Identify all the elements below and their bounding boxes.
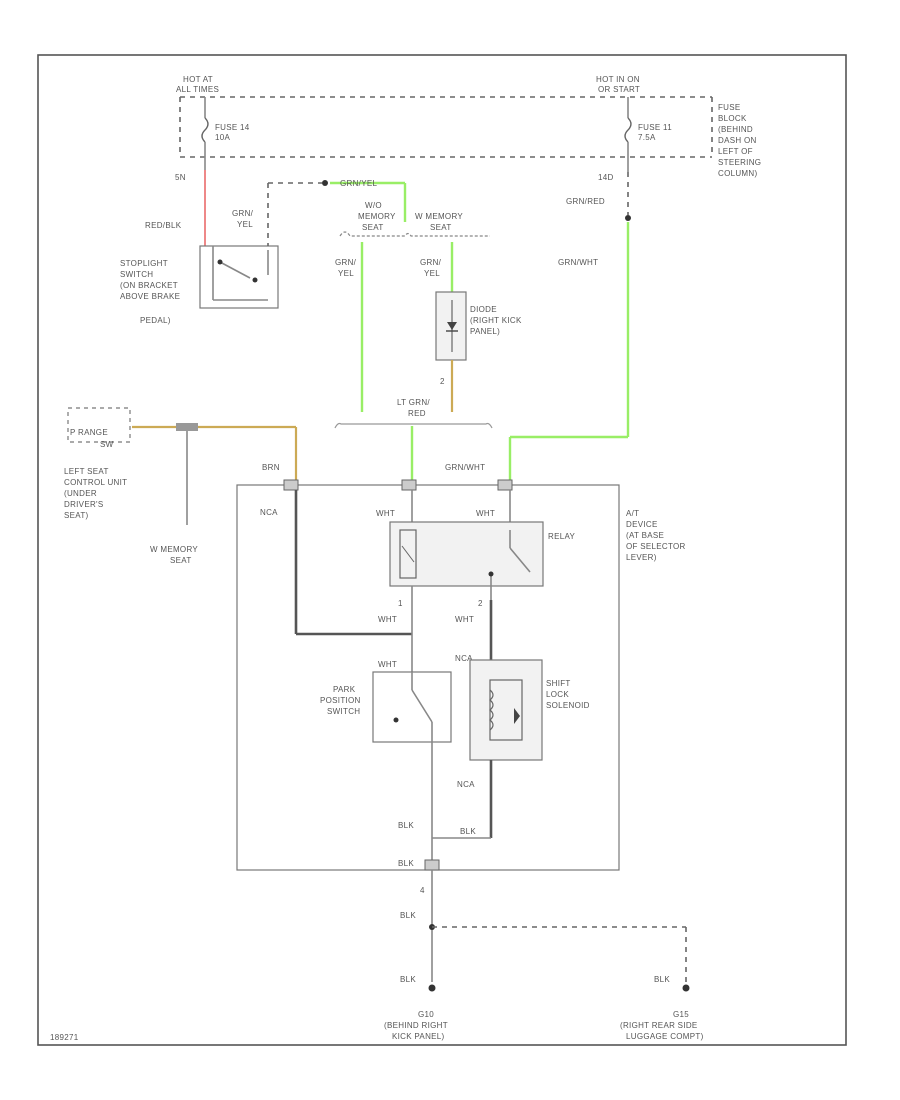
label-pin-1: 1 [398, 599, 403, 608]
label-at-device-2: DEVICE [626, 520, 658, 529]
label-left-seat-3: (UNDER [64, 489, 97, 498]
label-left-seat-1: LEFT SEAT [64, 467, 109, 476]
label-wo-memory-2: MEMORY [358, 212, 396, 221]
label-left-seat-4: DRIVER'S [64, 500, 104, 509]
fuse-block [179, 96, 713, 172]
label-fuse11-1: FUSE 11 [638, 123, 672, 132]
label-fuse14-2: 10A [215, 133, 230, 142]
label-stoplight-4: ABOVE BRAKE [120, 292, 180, 301]
label-at-device-1: A/T [626, 509, 639, 518]
label-g15-1: G15 [673, 1010, 689, 1019]
label-diode-2: (RIGHT KICK [470, 316, 522, 325]
label-pin-2b: 2 [478, 599, 483, 608]
footer-code: 189271 [50, 1033, 79, 1042]
label-left-seat-5: SEAT) [64, 511, 89, 520]
label-w-memory-2: SEAT [430, 223, 452, 232]
label-brn: BRN [262, 463, 280, 472]
ground-g15 [682, 984, 690, 992]
label-wht-4: WHT [455, 615, 474, 624]
label-pin-5n: 5N [175, 173, 186, 182]
label-w-memory-seat-2: SEAT [170, 556, 192, 565]
label-lt-grn-red-2: RED [408, 409, 426, 418]
label-nca-3: NCA [457, 780, 475, 789]
label-relay: RELAY [548, 532, 576, 541]
label-grn-red: GRN/RED [566, 197, 605, 206]
label-grn-2: GRN/ [335, 258, 357, 267]
label-fuse11-2: 7.5A [638, 133, 656, 142]
label-hot-in-on-2: OR START [598, 85, 640, 94]
label-nca-2: NCA [455, 654, 473, 663]
label-nca-1: NCA [260, 508, 278, 517]
label-wht-3: WHT [378, 615, 397, 624]
label-wo-memory-1: W/O [365, 201, 382, 210]
label-prange-2: SW [100, 440, 114, 449]
label-shift-2: LOCK [546, 690, 569, 699]
label-lt-grn-red-1: LT GRN/ [397, 398, 430, 407]
label-blk-1: BLK [398, 821, 414, 830]
label-stoplight-2: SWITCH [120, 270, 153, 279]
label-blk-5: BLK [400, 975, 416, 984]
label-hot-at-1: HOT AT [183, 75, 213, 84]
stoplight-switch-box [199, 245, 279, 309]
label-park-2: POSITION [320, 696, 361, 705]
label-park-1: PARK [333, 685, 356, 694]
label-pin-4: 4 [420, 886, 425, 895]
label-fuse-block-6: STEERING [718, 158, 761, 167]
label-wht-1: WHT [376, 509, 395, 518]
label-park-3: SWITCH [327, 707, 360, 716]
label-at-device-3: (AT BASE [626, 531, 664, 540]
label-fuse-block-3: (BEHIND [718, 125, 753, 134]
label-hot-in-on-1: HOT IN ON [596, 75, 640, 84]
label-g15-2: (RIGHT REAR SIDE [620, 1021, 698, 1030]
label-pin-2: 2 [440, 377, 445, 386]
label-diode-1: DIODE [470, 305, 497, 314]
label-yel-2: YEL [338, 269, 354, 278]
label-blk-2: BLK [460, 827, 476, 836]
label-stoplight-3: (ON BRACKET [120, 281, 178, 290]
label-fuse-block-7: COLUMN) [718, 169, 757, 178]
label-wht-2: WHT [476, 509, 495, 518]
label-g15-3: LUGGAGE COMPT) [626, 1032, 704, 1041]
label-w-memory-seat-1: W MEMORY [150, 545, 198, 554]
label-g10-2: (BEHIND RIGHT [384, 1021, 448, 1030]
label-grn-wht-box: GRN/WHT [445, 463, 485, 472]
label-stoplight-1: STOPLIGHT [120, 259, 168, 268]
label-yel-1: YEL [237, 220, 253, 229]
label-at-device-5: LEVER) [626, 553, 657, 562]
label-red-blk: RED/BLK [145, 221, 182, 230]
shift-lock-solenoid [469, 659, 543, 761]
label-shift-3: SOLENOID [546, 701, 590, 710]
label-stoplight-5: PEDAL) [140, 316, 171, 325]
label-prange-1: P RANGE [70, 428, 108, 437]
label-left-seat-2: CONTROL UNIT [64, 478, 127, 487]
label-w-memory-1: W MEMORY [415, 212, 463, 221]
label-blk-6: BLK [654, 975, 670, 984]
label-fuse-block-4: DASH ON [718, 136, 757, 145]
label-fuse-block-1: FUSE [718, 103, 741, 112]
label-pin-14d: 14D [598, 173, 614, 182]
label-grn-3: GRN/ [420, 258, 442, 267]
label-g10-3: KICK PANEL) [392, 1032, 445, 1041]
label-grn-wht-mid: GRN/WHT [558, 258, 598, 267]
label-blk-3: BLK [398, 859, 414, 868]
relay [389, 521, 544, 587]
label-wht-5: WHT [378, 660, 397, 669]
diagram-frame [37, 54, 847, 1046]
label-shift-1: SHIFT [546, 679, 571, 688]
label-yel-3: YEL [424, 269, 440, 278]
label-diode-3: PANEL) [470, 327, 500, 336]
label-fuse-block-5: LEFT OF [718, 147, 753, 156]
label-fuse-block-2: BLOCK [718, 114, 747, 123]
label-g10-1: G10 [418, 1010, 434, 1019]
label-fuse14-1: FUSE 14 [215, 123, 250, 132]
label-at-device-4: OF SELECTOR [626, 542, 686, 551]
label-blk-4: BLK [400, 911, 416, 920]
label-wo-memory-3: SEAT [362, 223, 384, 232]
label-hot-at-2: ALL TIMES [176, 85, 219, 94]
ground-g10 [428, 984, 436, 992]
label-grn-yel-top: GRN/YEL [340, 179, 377, 188]
label-grn-1: GRN/ [232, 209, 254, 218]
